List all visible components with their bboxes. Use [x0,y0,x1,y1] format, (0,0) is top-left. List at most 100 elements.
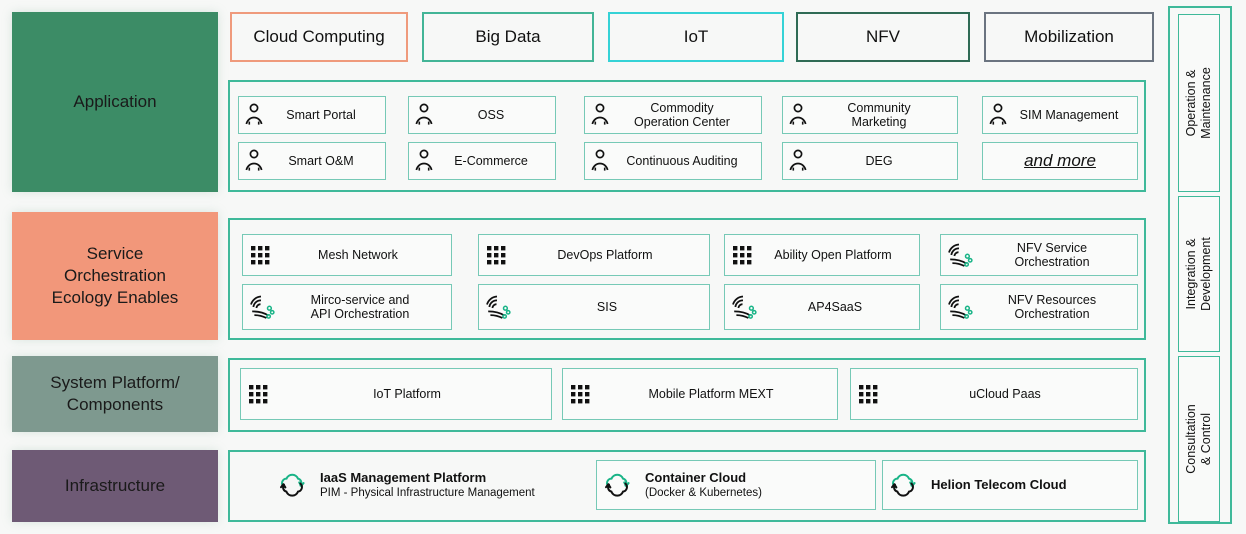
item-label: uCloud Paas [969,387,1041,401]
system-item[interactable]: Mobile Platform MEXT [562,368,838,420]
item-label: Community Marketing [847,101,911,129]
service-item[interactable]: SIS [478,284,710,330]
application-item[interactable]: Community Marketing [782,96,958,134]
item-label: Commodity Operation Center [634,101,730,129]
grid-dots-icon [725,245,759,265]
person-icon [409,103,439,127]
infrastructure-item-text: Helion Telecom Cloud [923,477,1137,493]
item-label: SIM Management [1019,108,1119,122]
application-item[interactable]: E-Commerce [408,142,556,180]
system-item[interactable]: uCloud Paas [850,368,1138,420]
item-label: NFV Service Orchestration [1014,241,1090,269]
application-item[interactable]: DEG [782,142,958,180]
service-item[interactable]: AP4SaaS [724,284,920,330]
orchestration-icon [941,242,979,268]
service-item[interactable]: Ability Open Platform [724,234,920,276]
infrastructure-item-text: Container Cloud (Docker & Kubernetes) [637,470,875,500]
cloud-icon [272,472,312,498]
item-label: Continuous Auditing [626,154,738,168]
person-icon [409,149,439,173]
infrastructure-item-title: IaaS Management Platform [320,470,487,485]
application-item[interactable]: OSS [408,96,556,134]
person-icon [239,103,269,127]
orchestration-icon [479,294,517,320]
cloud-icon [597,472,637,498]
category-tab-mobilization[interactable]: Mobilization [984,12,1154,62]
layer-label-text: Service Orchestration Ecology Enables [51,244,179,307]
item-label: Mirco-service and API Orchestration [310,293,410,321]
application-item[interactable]: and more [982,142,1138,180]
infrastructure-item[interactable]: Helion Telecom Cloud [882,460,1138,510]
layer-label-application: Application [12,12,218,192]
grid-dots-icon [479,245,513,265]
item-label: E-Commerce [454,154,528,168]
category-tab-label: NFV [866,27,900,46]
item-label: SIS [596,300,618,314]
person-icon [585,103,615,127]
grid-dots-icon [851,384,885,404]
item-label: Smart Portal [286,108,356,122]
category-tab-iot[interactable]: IoT [608,12,784,62]
category-tab-cloud-computing[interactable]: Cloud Computing [230,12,408,62]
cloud-icon [883,472,923,498]
item-label: Ability Open Platform [774,248,892,262]
person-icon [783,103,813,127]
item-label: and more [1024,151,1096,170]
application-item[interactable]: Commodity Operation Center [584,96,762,134]
category-tab-nfv[interactable]: NFV [796,12,970,62]
layer-label-infrastructure: Infrastructure [12,450,218,522]
layer-label-service: Service Orchestration Ecology Enables [12,212,218,340]
grid-dots-icon [563,384,597,404]
application-item[interactable]: Smart O&M [238,142,386,180]
item-label: DevOps Platform [557,248,653,262]
side-bar-0[interactable]: Operation & Maintenance [1178,14,1220,192]
orchestration-icon [941,294,979,320]
category-tab-big-data[interactable]: Big Data [422,12,594,62]
side-bar-2[interactable]: Consultation & Control [1178,356,1220,522]
orchestration-icon [243,294,281,320]
system-item[interactable]: IoT Platform [240,368,552,420]
person-icon [783,149,813,173]
infrastructure-item-title: Container Cloud [645,470,747,485]
service-item[interactable]: NFV Resources Orchestration [940,284,1138,330]
infrastructure-item-subtitle: PIM - Physical Infrastructure Management [320,487,535,499]
infrastructure-item[interactable]: Container Cloud (Docker & Kubernetes) [596,460,876,510]
person-icon [239,149,269,173]
infrastructure-item-subtitle: (Docker & Kubernetes) [645,487,762,499]
application-item[interactable]: SIM Management [982,96,1138,134]
category-tab-label: Mobilization [1024,27,1114,46]
layer-label-text: Application [73,92,157,111]
grid-dots-icon [241,384,275,404]
side-bar-label: Operation & Maintenance [1184,67,1214,139]
item-label: IoT Platform [373,387,441,401]
service-item[interactable]: Mesh Network [242,234,452,276]
item-label: Smart O&M [288,154,354,168]
application-item[interactable]: Continuous Auditing [584,142,762,180]
person-icon [983,103,1013,127]
layer-label-system: System Platform/ Components [12,356,218,432]
side-bar-label: Integration & Development [1184,237,1213,311]
service-item[interactable]: DevOps Platform [478,234,710,276]
infrastructure-item-title: Helion Telecom Cloud [931,477,1067,492]
service-item[interactable]: Mirco-service and API Orchestration [242,284,452,330]
service-item[interactable]: NFV Service Orchestration [940,234,1138,276]
category-tab-label: Big Data [475,27,541,46]
layer-label-text: System Platform/ Components [50,373,180,414]
item-label: AP4SaaS [807,300,863,314]
item-label: Mobile Platform MEXT [648,387,774,401]
item-label: OSS [477,108,505,122]
side-bar-label: Consultation & Control [1184,404,1213,474]
layer-label-text: Infrastructure [64,476,166,495]
item-label: Mesh Network [318,248,398,262]
person-icon [585,149,615,173]
grid-dots-icon [243,245,277,265]
side-bar-1[interactable]: Integration & Development [1178,196,1220,352]
application-item[interactable]: Smart Portal [238,96,386,134]
orchestration-icon [725,294,763,320]
category-tab-label: Cloud Computing [253,27,385,46]
item-label: DEG [865,154,893,168]
category-tab-label: IoT [683,27,709,46]
